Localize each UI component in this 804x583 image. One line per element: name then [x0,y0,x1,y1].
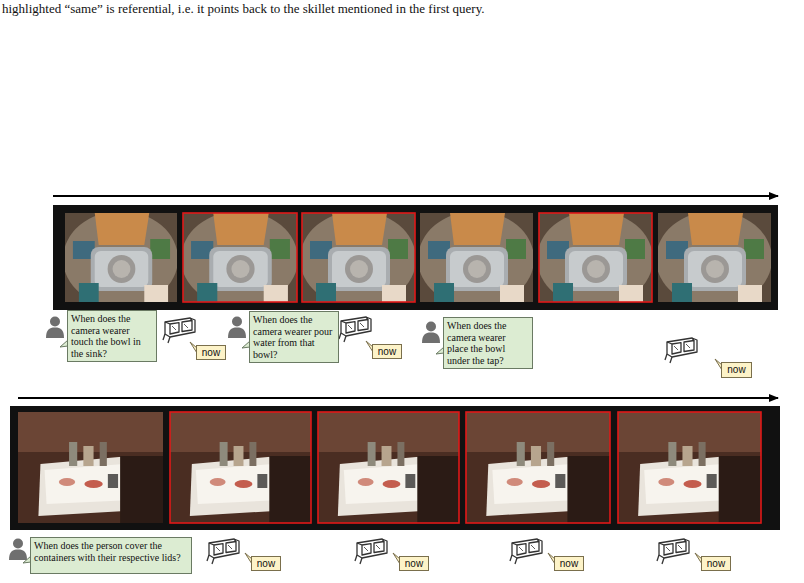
glasses-icon [665,338,697,363]
person-icon [46,317,64,339]
response-box: now [701,556,731,571]
glasses-icon [207,539,239,564]
video-frame [466,412,610,523]
person-icon [9,539,27,561]
highlight-border [302,213,415,302]
response-box: now [721,362,752,378]
glasses-icon [163,318,195,343]
response-text: now [702,557,730,570]
glasses-icon [657,539,689,564]
query-text: When does the camera wearer touch the bo… [71,313,153,359]
response-text: now [722,363,751,376]
video-frame [318,412,459,523]
video-frame [418,211,534,307]
response-text: now [197,346,225,359]
highlight-border [539,213,652,302]
video-frame [656,211,772,307]
person-icon [228,317,246,339]
query-text: When does the camera wearer place the bo… [447,320,529,366]
query-bubble: When does the person cover the container… [30,537,192,574]
filmstrip [10,406,780,530]
query-bubble: When does the camera wearer pour water f… [249,311,339,363]
response-box: now [399,556,429,571]
query-text: When does the camera wearer pour water f… [253,314,335,360]
caption-fragment: highlighted “same” is referential, i.e. … [2,1,802,17]
query-text: When does the person cover the container… [34,540,188,563]
highlight-border [466,412,610,523]
response-text: now [400,557,428,570]
person-icon [422,322,440,344]
response-text: now [252,557,280,570]
response-box: now [251,556,281,571]
highlight-border [183,213,297,302]
highlight-border [318,412,459,523]
video-frame [618,412,761,523]
glasses-icon [510,539,542,564]
response-text: now [373,345,401,358]
query-bubble: When does the camera wearer touch the bo… [67,310,157,362]
highlight-border [618,412,761,523]
video-frame [537,211,653,307]
query-bubble: When does the camera wearer place the bo… [443,317,533,369]
video-frame [170,412,311,523]
response-box: now [372,344,402,359]
time-arrow [53,195,778,197]
highlight-border [170,412,311,523]
video-frame [300,211,416,307]
glasses-icon [339,317,371,342]
time-arrow [18,397,778,399]
response-text: now [555,557,583,570]
response-box: now [554,556,584,571]
response-box: now [196,345,226,360]
video-frame [63,211,178,307]
video-frame [181,211,298,307]
glasses-icon [355,539,387,564]
filmstrip [53,205,778,310]
video-frame [18,412,163,523]
